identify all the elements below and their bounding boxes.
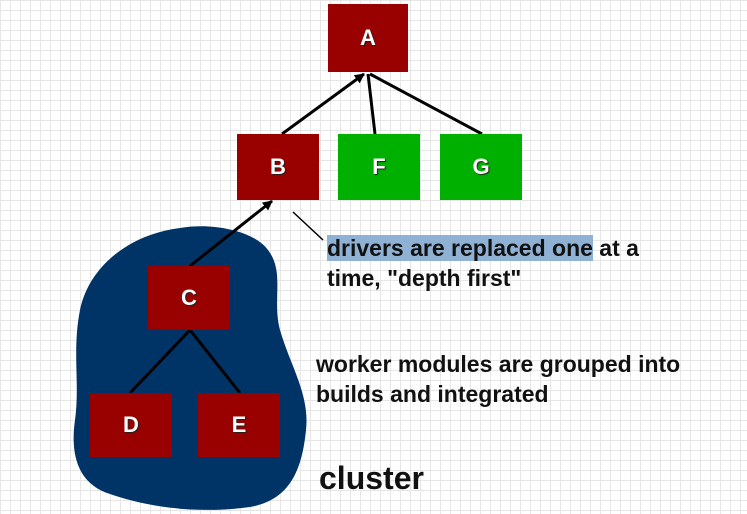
node-d: D xyxy=(90,393,172,457)
node-c: C xyxy=(148,266,230,330)
node-e: E xyxy=(198,393,280,457)
node-a: A xyxy=(328,4,408,72)
node-f: F xyxy=(338,134,420,200)
cluster-label: cluster xyxy=(319,460,424,496)
link-b-a xyxy=(281,72,365,136)
drivers-note: drivers are replaced one at a time, "dep… xyxy=(327,233,639,293)
callout-line xyxy=(292,211,324,241)
drivers-note-rest: at a xyxy=(592,235,639,261)
link-g-a xyxy=(369,72,483,136)
workers-note: worker modules are grouped into builds a… xyxy=(316,349,680,409)
workers-note-line2: builds and integrated xyxy=(316,381,549,407)
node-g: G xyxy=(440,134,522,200)
link-c-b xyxy=(189,199,273,268)
workers-note-line1: worker modules are grouped into xyxy=(316,351,681,377)
link-c-e xyxy=(188,329,242,394)
link-c-d xyxy=(128,328,192,395)
drivers-note-line2: time, "depth first" xyxy=(327,265,522,291)
node-b: B xyxy=(237,134,319,200)
drivers-note-highlight: drivers are replaced one xyxy=(327,235,593,261)
link-f-a xyxy=(366,73,377,135)
